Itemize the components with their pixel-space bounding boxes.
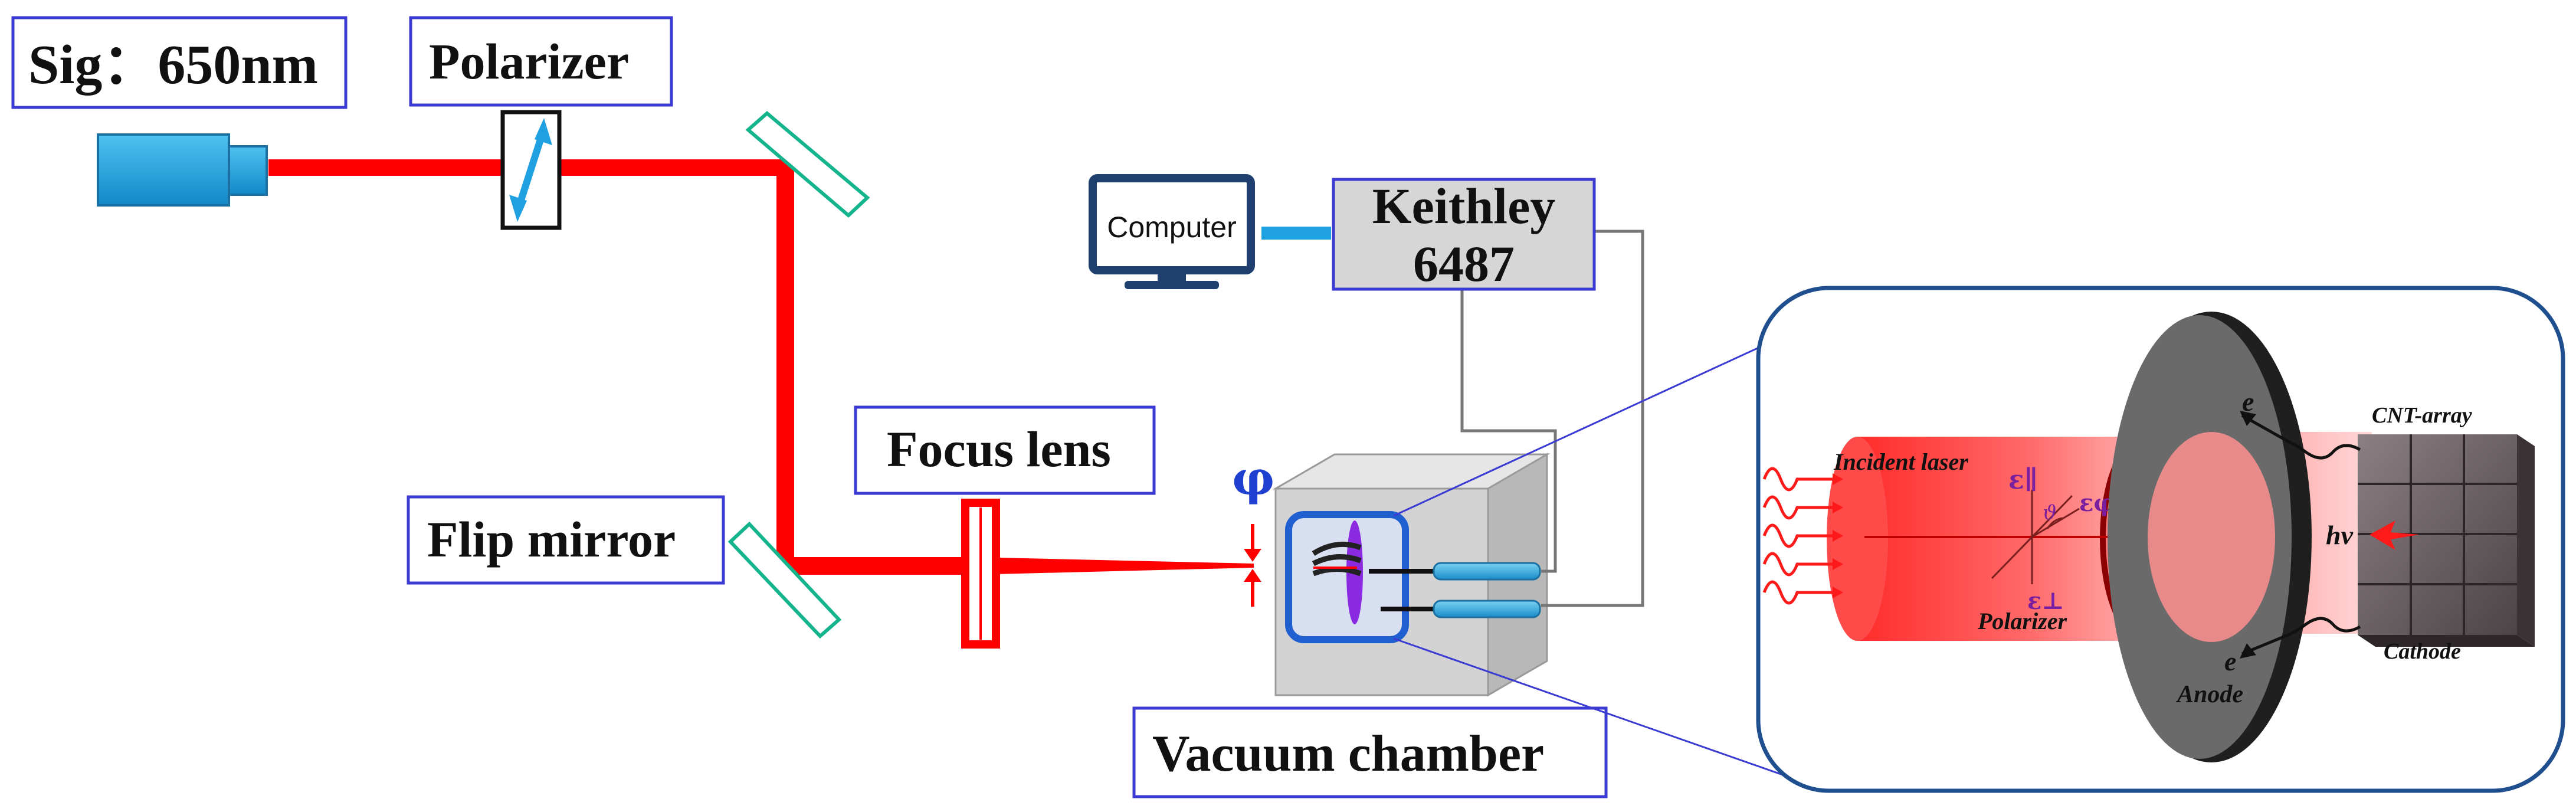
focus-lens-label: Focus lens — [887, 421, 1111, 477]
polarizer-label: Polarizer — [429, 33, 629, 90]
polarization-vectors — [1991, 490, 2080, 584]
computer-label: Computer — [1107, 211, 1237, 244]
cathode-label: Cathode — [2384, 639, 2461, 664]
keithley-6487-box: Keithley 6487 — [1332, 178, 1596, 292]
mirror-top — [745, 111, 870, 218]
vacuum-chamber-label-box: Vacuum chamber — [1132, 706, 1608, 798]
focus-lens — [961, 499, 1000, 649]
photon-bolt-icon — [2369, 520, 2419, 550]
flip-mirror-label: Flip mirror — [427, 511, 676, 568]
inset-panel: ε∥ εφ ε⊥ ϑ Incident laser Polarizer Anod… — [1756, 286, 2565, 793]
zoom-connector-lines — [1393, 322, 1812, 786]
anode-label: Anode — [2175, 681, 2243, 708]
flip-mirror-label-box: Flip mirror — [407, 495, 725, 585]
usb-link — [1261, 227, 1331, 240]
electron-bottom-label: e — [2224, 646, 2236, 676]
theta-label: ϑ — [2043, 501, 2057, 525]
photon-label: hν — [2326, 520, 2354, 550]
spot-size-marker: φ — [1232, 450, 1274, 607]
signal-label: Sig：650nm — [28, 34, 318, 96]
computer: Computer — [1089, 174, 1255, 289]
signal-cables — [1460, 230, 1644, 607]
polarizer-label-box: Polarizer — [409, 16, 673, 107]
electron-top-label: e — [2242, 387, 2254, 417]
incident-wave-arrows — [1762, 467, 1833, 605]
vacuum-chamber — [1272, 453, 1551, 697]
phi-label: φ — [1232, 450, 1274, 506]
flip-mirror — [727, 521, 842, 639]
eps-parallel-label: ε∥ — [2008, 465, 2038, 495]
laser-source — [97, 133, 268, 207]
polarizer-element — [500, 110, 562, 230]
incident-laser-label: Incident laser — [1833, 448, 1968, 475]
keithley-label-line1: Keithley — [1372, 178, 1556, 234]
cnt-array-label: CNT-array — [2372, 403, 2472, 428]
electron-trajectories — [2241, 414, 2361, 656]
keithley-label-line2: 6487 — [1413, 235, 1515, 292]
eps-perp-label: ε⊥ — [2027, 587, 2064, 615]
signal-label-box: Sig：650nm — [11, 16, 348, 109]
focus-lens-label-box: Focus lens — [854, 405, 1156, 495]
inset-polarizer-label: Polarizer — [1977, 608, 2067, 634]
vacuum-chamber-label: Vacuum chamber — [1152, 725, 1544, 782]
